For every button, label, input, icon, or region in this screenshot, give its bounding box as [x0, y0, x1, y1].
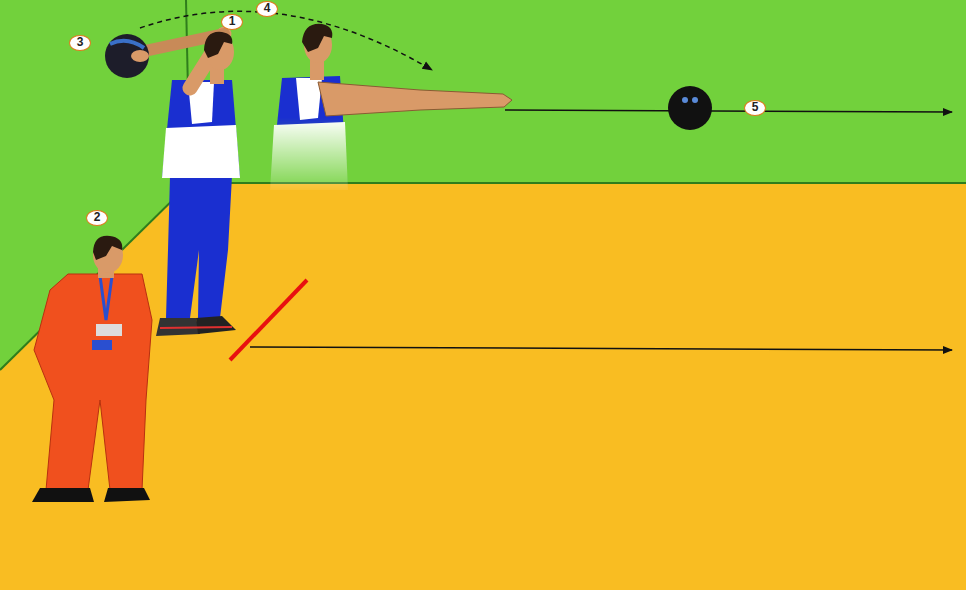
judge-jumpsuit — [34, 274, 152, 490]
judge-shoe — [104, 488, 150, 502]
judge-badge — [92, 340, 112, 350]
judge-lanyard — [100, 276, 112, 320]
athlete-hand — [131, 50, 149, 62]
callout-number: 4 — [256, 1, 278, 17]
athlete-shoe — [196, 316, 236, 334]
callout-number: 3 — [69, 35, 91, 51]
athlete-release-pose — [270, 24, 512, 190]
floor — [0, 183, 966, 590]
ball-highlight — [682, 97, 688, 103]
callout-number: 5 — [744, 100, 766, 116]
athlete-shirt-band — [162, 125, 240, 178]
ball-highlight — [692, 97, 698, 103]
arm-motion-arc — [140, 11, 432, 70]
bottom-margin — [0, 590, 966, 596]
judge-figure — [32, 236, 152, 502]
judge-hair — [93, 236, 122, 260]
athlete-hair — [204, 32, 232, 58]
judge-badge — [96, 324, 122, 336]
athlete-hair — [302, 24, 332, 52]
medicine-ball — [668, 86, 712, 130]
callout-number: 2 — [86, 210, 108, 226]
judge-shoe — [32, 488, 94, 502]
ball-flight-arrow — [505, 110, 952, 112]
medicine-ball — [105, 34, 149, 78]
athlete-pants — [166, 176, 232, 318]
athlete-shirt — [162, 80, 240, 178]
callout-number: 1 — [221, 14, 243, 30]
athlete-arm — [318, 82, 512, 116]
shoe-stripe — [160, 327, 232, 328]
ball-stripe — [110, 41, 144, 48]
distance-arrow — [250, 347, 952, 350]
athlete-shirt-band — [270, 122, 348, 190]
throwing-line — [230, 280, 307, 360]
